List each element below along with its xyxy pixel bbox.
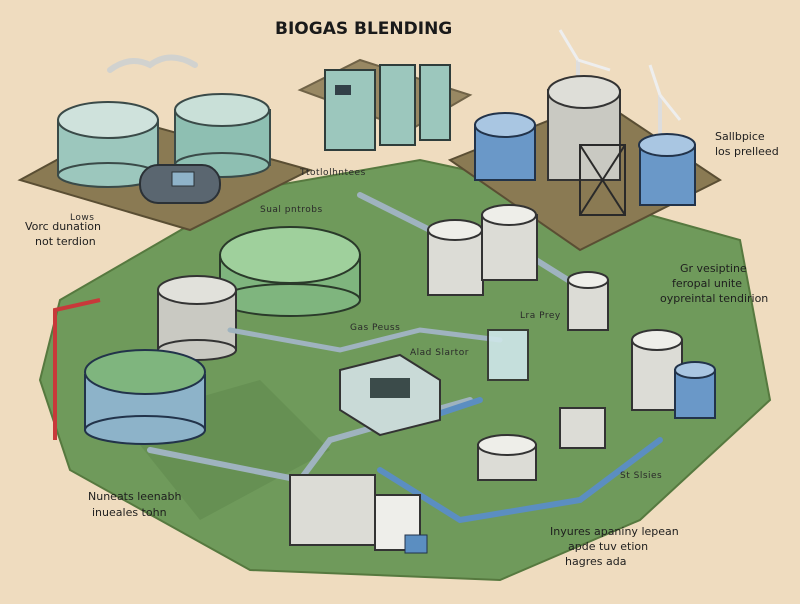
red-pipe: [53, 298, 101, 440]
purifier-unit: [567, 271, 609, 331]
annotation-left-1: Vorc dunation: [25, 220, 101, 233]
grey-silo-tank: [547, 75, 621, 181]
annotation-bottom-left-2: inueales tohn: [92, 506, 167, 519]
annotation-bottom-right-3: hagres ada: [565, 555, 626, 568]
label-alad-slartor: Alad Slartor: [410, 348, 469, 358]
large-green-digester: [219, 226, 361, 317]
lower-right-box: [559, 407, 606, 449]
annotation-bottom-right-2: apde tuv etion: [568, 540, 648, 553]
pad-label-center: Ttotlolhntees: [299, 168, 366, 178]
smoke-plume: [107, 54, 198, 73]
control-panel: [339, 353, 441, 437]
pad-label-lows: Lows: [70, 213, 94, 223]
annotation-top-right-1: Sallbpice: [715, 130, 765, 143]
twin-white-tanks: [427, 204, 538, 296]
scaffold-frame: [579, 144, 626, 216]
diagram-title: BIOGAS BLENDING: [275, 19, 452, 39]
label-sual-pntrobs: Sual pntrobs: [260, 205, 323, 215]
annotation-left-2: not terdion: [35, 235, 96, 248]
glass-enclosure: [487, 329, 529, 381]
lower-round-tank: [477, 434, 537, 481]
right-grey-silo: [631, 329, 683, 411]
annotation-right-3: oypreintal tendirion: [660, 292, 768, 305]
label-gas-peuss: Gas Peuss: [350, 323, 400, 333]
blue-digester-green-dome: [84, 349, 206, 445]
annotation-top-right-2: los prelleed: [715, 145, 779, 158]
right-blue-tank: [674, 361, 716, 419]
blue-tank-left: [474, 112, 536, 181]
horizontal-gas-tank: [139, 164, 221, 204]
label-lra-prey: Lra Prey: [520, 311, 561, 321]
annotation-bottom-right-1: Inyures apaniny lepean: [550, 525, 679, 538]
annotation-right-2: feropal unite: [672, 277, 742, 290]
annotation-right-1: Gr vesiptine: [680, 262, 747, 275]
blue-tank-right: [638, 133, 696, 206]
grey-process-tank: [157, 275, 237, 361]
annotation-bottom-left-1: Nuneats leenabh: [88, 490, 182, 503]
bottom-generator-box: [289, 474, 428, 554]
control-cabinets: [324, 64, 451, 151]
label-st-slsies: St Slsies: [620, 471, 662, 481]
